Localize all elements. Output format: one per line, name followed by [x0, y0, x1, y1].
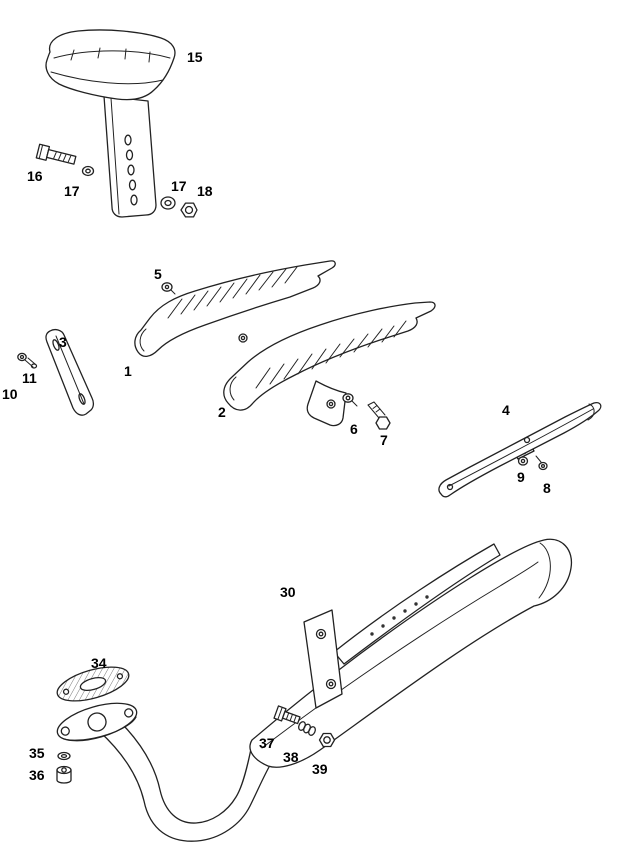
flange-nut-drawing — [56, 765, 72, 784]
muffler-heat-shield-drawing — [333, 543, 501, 665]
part-label-18: 18 — [197, 183, 213, 199]
exhaust-gasket-drawing — [56, 666, 130, 702]
part-label-35: 35 — [29, 745, 45, 761]
bracket-screw-drawing — [17, 352, 38, 369]
backrest-nut-drawing — [180, 202, 198, 218]
part-label-7: 7 — [380, 432, 388, 448]
part-label-39: 39 — [312, 761, 328, 777]
shield-screw-6-drawing — [342, 393, 358, 407]
backrest-bracket-drawing — [103, 95, 157, 218]
part-label-2: 2 — [218, 404, 226, 420]
part-label-15: 15 — [187, 49, 203, 65]
guard-screw-9-drawing — [517, 456, 529, 466]
heat-shield-lower-drawing — [223, 301, 436, 427]
backrest-washer-small-drawing — [81, 165, 95, 177]
part-label-16: 16 — [27, 168, 43, 184]
shield-bracket-drawing — [45, 328, 95, 416]
shield-bolt-7-drawing — [367, 401, 391, 430]
heat-shield-upper-drawing — [134, 260, 336, 357]
part-label-6: 6 — [350, 421, 358, 437]
backrest-bolt-drawing — [35, 143, 77, 165]
guard-strip-drawing — [438, 401, 602, 498]
backrest-washer-drawing — [160, 196, 176, 210]
part-label-34: 34 — [91, 655, 107, 671]
part-label-8: 8 — [543, 480, 551, 496]
muffler-mount-bracket-drawing — [303, 609, 343, 709]
part-label-11: 11 — [22, 370, 37, 386]
part-label-17b: 17 — [171, 178, 187, 194]
muffler-body-drawing — [249, 538, 573, 768]
part-label-38: 38 — [283, 749, 299, 765]
exhaust-pipe-drawing — [98, 713, 270, 842]
part-label-1: 1 — [124, 363, 132, 379]
part-label-17a: 17 — [64, 183, 80, 199]
muffler-bolt-drawing — [273, 705, 301, 725]
exhaust-flange-drawing — [56, 702, 138, 742]
backrest-pad-drawing — [45, 29, 176, 101]
part-label-4: 4 — [502, 402, 510, 418]
part-label-3: 3 — [59, 334, 67, 350]
guard-screw-8-drawing — [535, 455, 548, 471]
part-label-10: 10 — [2, 386, 18, 402]
part-label-5: 5 — [154, 266, 162, 282]
part-label-30: 30 — [280, 584, 296, 600]
flange-washer-drawing — [57, 751, 71, 761]
part-label-36: 36 — [29, 767, 45, 783]
callout-labels: 15 16 17 17 18 5 1 3 11 10 2 6 7 4 9 8 3… — [2, 49, 551, 783]
part-label-9: 9 — [517, 469, 525, 485]
muffler-spring-washer-drawing — [298, 721, 316, 736]
shield-screw-5-drawing — [161, 282, 176, 295]
muffler-nut-drawing — [318, 732, 336, 748]
part-label-37: 37 — [259, 735, 275, 751]
